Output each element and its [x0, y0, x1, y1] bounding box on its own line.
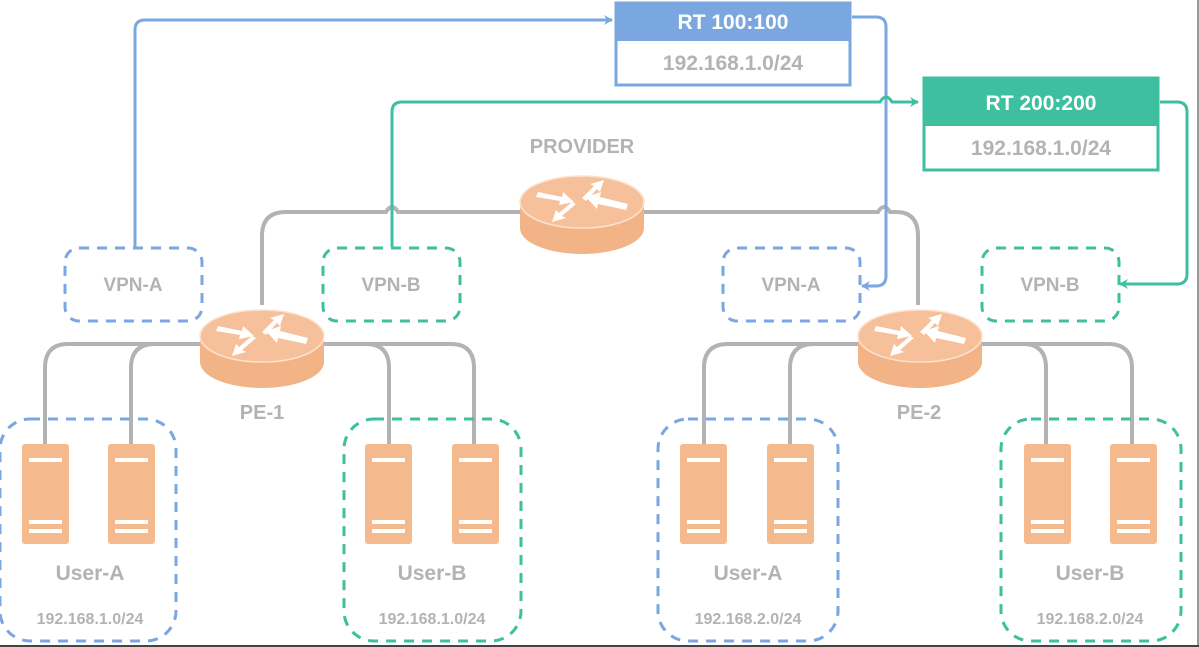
pe1-vpn-b-box — [321, 246, 462, 323]
pe2-user-a-label: User-A — [714, 562, 783, 585]
pe1-label: PE-1 — [240, 402, 284, 424]
link-pe1-usera-1 — [43, 342, 205, 445]
pe2-vpn-b-label: VPN-B — [1020, 275, 1079, 296]
rt-a-prefix: 192.168.1.0/24 — [663, 52, 803, 75]
server-icon — [680, 444, 727, 544]
pe1-user-b-prefix: 192.168.1.0/24 — [379, 611, 486, 628]
route-flow-vpn-b — [390, 95, 919, 247]
route-target-a: RT 100:100 192.168.1.0/24 — [614, 1, 852, 87]
pe1-vpn-b-label: VPN-B — [361, 275, 420, 296]
link-pe1-userb-2 — [320, 342, 476, 445]
pe2-label: PE-2 — [897, 402, 941, 424]
pe2-vpn-a-label: VPN-A — [761, 275, 820, 296]
link-pe1-provider — [260, 205, 520, 305]
route-flow-vpn-b-import — [1119, 100, 1189, 289]
pe2-vpn-a-box — [721, 246, 862, 323]
pe1-router-icon — [199, 309, 325, 389]
route-flow-vpn-a-import — [852, 15, 888, 291]
pe2-site-user-a-box — [656, 417, 840, 643]
link-pe2-usera-2 — [788, 342, 862, 445]
pe1-vpn-a-label: VPN-A — [103, 275, 162, 296]
pe2-user-a-prefix: 192.168.2.0/24 — [695, 611, 802, 628]
link-provider-pe2 — [642, 205, 920, 305]
server-icon — [452, 444, 499, 544]
link-pe1-usera-2 — [129, 342, 205, 445]
rt-b-title: RT 200:200 — [986, 92, 1097, 115]
pe2-user-b-prefix: 192.168.2.0/24 — [1037, 611, 1144, 628]
frame-bottom-border — [0, 645, 1199, 647]
server-icon — [1110, 444, 1157, 544]
pe2-vpn-b-box — [980, 246, 1121, 323]
link-pe2-usera-1 — [702, 342, 862, 445]
server-icon — [108, 444, 155, 544]
pe2-user-b-label: User-B — [1056, 562, 1125, 585]
server-icon — [767, 444, 814, 544]
pe1-user-b-label: User-B — [398, 562, 467, 585]
link-pe2-userb-2 — [975, 342, 1134, 445]
pe1-user-a-label: User-A — [56, 562, 125, 585]
route-flow-vpn-a — [133, 15, 613, 247]
provider-router-icon — [519, 175, 645, 255]
link-pe2-userb-1 — [975, 342, 1048, 445]
server-icon — [365, 444, 412, 544]
pe2-router-icon — [857, 309, 983, 389]
provider-label: PROVIDER — [530, 136, 635, 158]
rt-a-title: RT 100:100 — [678, 11, 789, 34]
server-icon — [1024, 444, 1071, 544]
route-target-b: RT 200:200 192.168.1.0/24 — [922, 76, 1160, 172]
physical-links — [43, 205, 1134, 445]
pe1-user-a-prefix: 192.168.1.0/24 — [37, 611, 144, 628]
frame-right-border — [1197, 0, 1199, 647]
link-pe1-userb-1 — [320, 342, 391, 445]
pe2-site-user-b-box — [999, 417, 1183, 643]
pe1-site-user-b-box — [342, 417, 523, 643]
pe1-site-user-a-box — [0, 417, 178, 643]
pe1-vpn-a-box — [63, 246, 204, 323]
server-icon — [22, 444, 69, 544]
rt-b-prefix: 192.168.1.0/24 — [971, 137, 1111, 160]
